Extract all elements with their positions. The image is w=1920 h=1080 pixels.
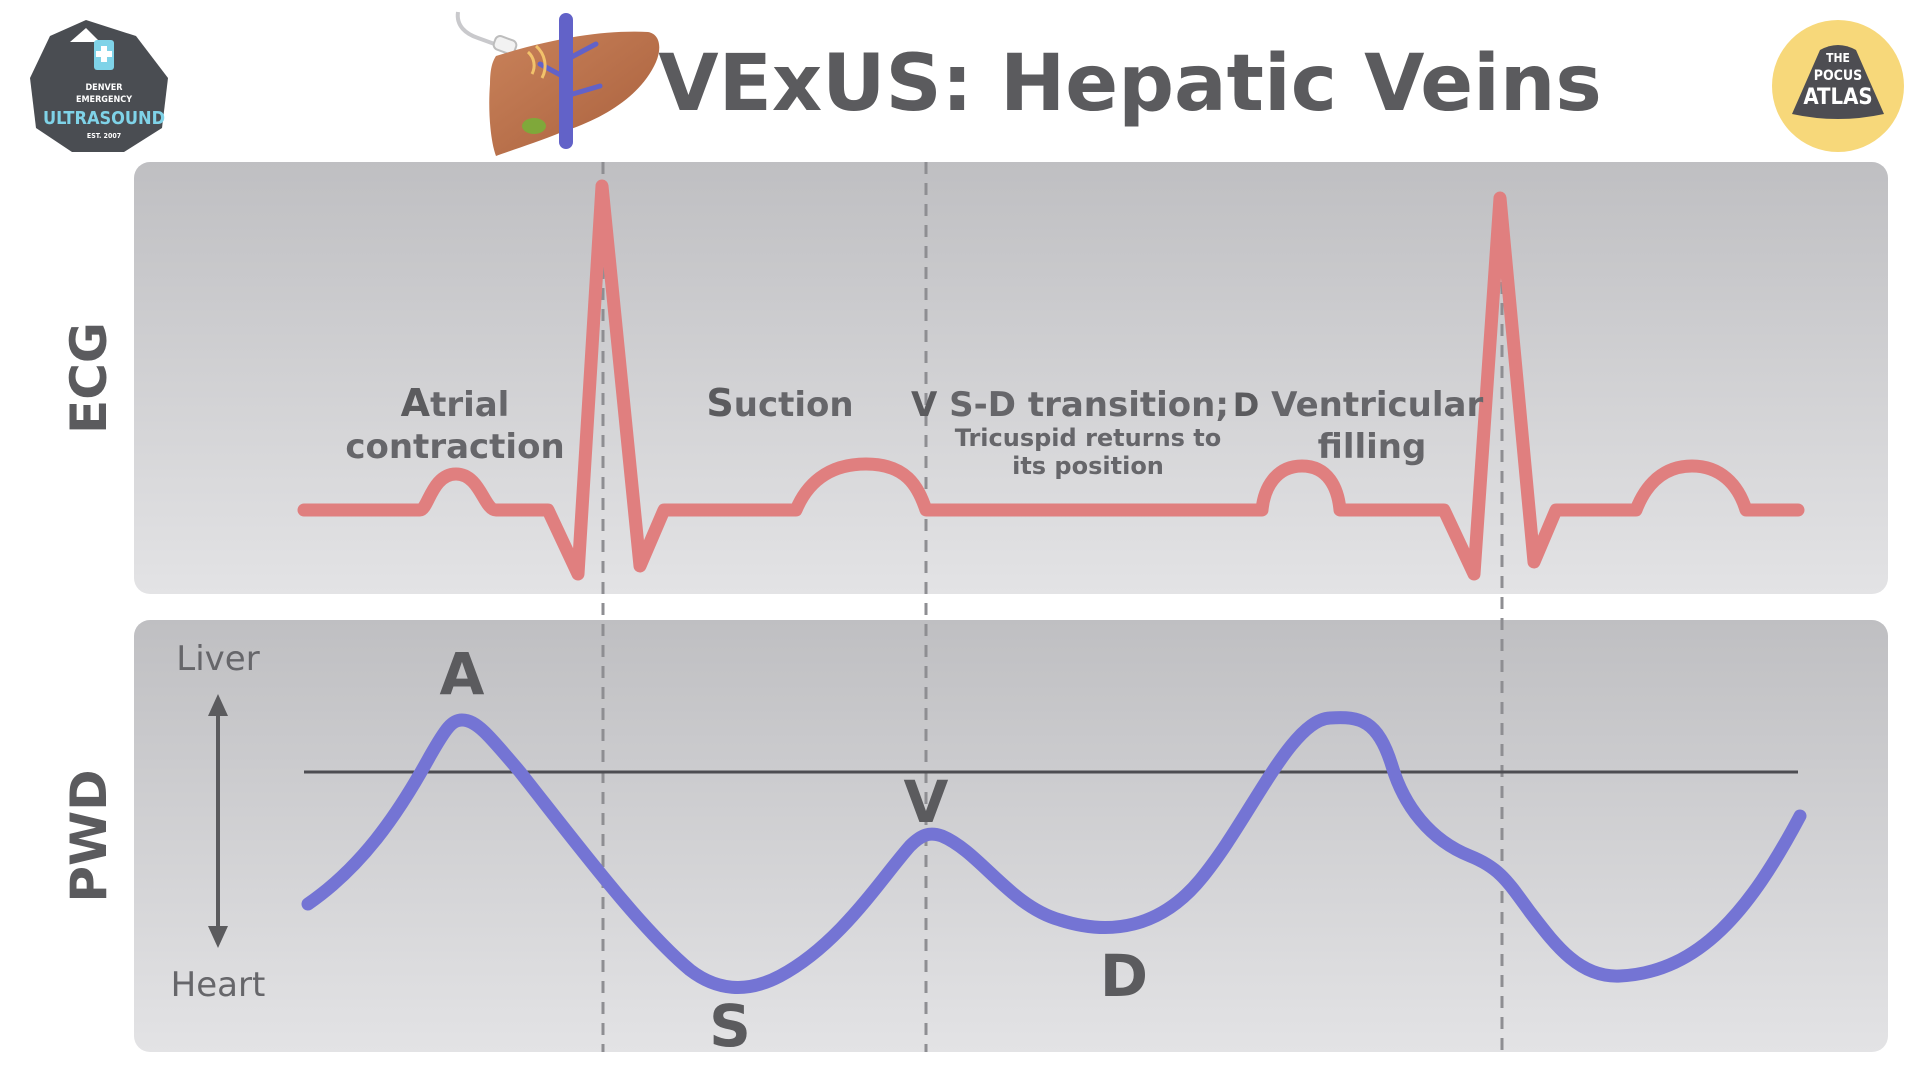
filling-label-line2: filling	[1318, 427, 1427, 467]
logo-left-line2: EMERGENCY	[76, 95, 132, 105]
logo-left-line3: ULTRASOUND	[43, 108, 165, 129]
logo-left-line1: DENVER	[85, 83, 123, 93]
suction-label: Suction	[706, 381, 853, 425]
atrial-label-line1: Atrial	[401, 381, 510, 425]
filling-label-line1: D Ventricular	[1233, 385, 1484, 425]
logo-fan-shape	[1792, 45, 1884, 119]
s-wave-label: S	[709, 992, 751, 1060]
heart-direction-label: Heart	[171, 965, 266, 1005]
logo-right-line1: THE	[1826, 51, 1850, 65]
arrow-down-icon	[208, 926, 228, 948]
pwd-trace	[301, 711, 1807, 994]
logo-left-line4: EST. 2007	[87, 132, 121, 140]
probe-cable	[455, 11, 501, 48]
page-title: VExUS: Hepatic Veins	[658, 39, 1602, 129]
ecg-trace	[297, 179, 1805, 581]
a-wave-label: A	[440, 640, 485, 708]
flow-direction-arrow	[208, 694, 228, 948]
liver-probe-illustration	[455, 11, 660, 156]
logo-right-line2: POCUS	[1814, 68, 1862, 84]
sd-label-line1: V S-D transition;	[911, 385, 1229, 425]
atrial-label-line2: contraction	[345, 427, 564, 467]
v-wave-label: V	[904, 768, 949, 836]
d-wave-label: D	[1100, 942, 1148, 1010]
sd-label-line3: its position	[1012, 452, 1164, 480]
sd-transition-label: V S-D transition; Tricuspid returns to i…	[911, 385, 1229, 480]
logo-badge-shape	[30, 20, 168, 152]
probe-icon	[492, 35, 518, 55]
denver-emergency-ultrasound-logo[interactable]: DENVER EMERGENCY ULTRASOUND EST. 2007	[30, 20, 168, 152]
atrial-contraction-label: Atrial contraction	[345, 381, 564, 467]
liver-direction-label: Liver	[176, 639, 259, 679]
cross-icon-h	[96, 51, 112, 57]
pocus-atlas-logo[interactable]: THE POCUS ATLAS	[1772, 20, 1904, 152]
pwd-panel-label: PWD	[60, 769, 118, 902]
ventricular-filling-label: D Ventricular filling	[1233, 385, 1484, 467]
ultrasound-waves-icon	[526, 44, 547, 79]
ecg-panel	[134, 162, 1888, 594]
ecg-panel-label: ECG	[60, 322, 118, 434]
gallbladder-shape	[522, 118, 546, 134]
pwd-panel	[134, 620, 1888, 1052]
sd-label-line2: Tricuspid returns to	[955, 424, 1222, 452]
logo-right-line3: ATLAS	[1803, 85, 1872, 110]
mountain-icon	[70, 28, 100, 42]
suction-label-text: Suction	[706, 381, 853, 425]
arrow-up-icon	[208, 694, 228, 716]
